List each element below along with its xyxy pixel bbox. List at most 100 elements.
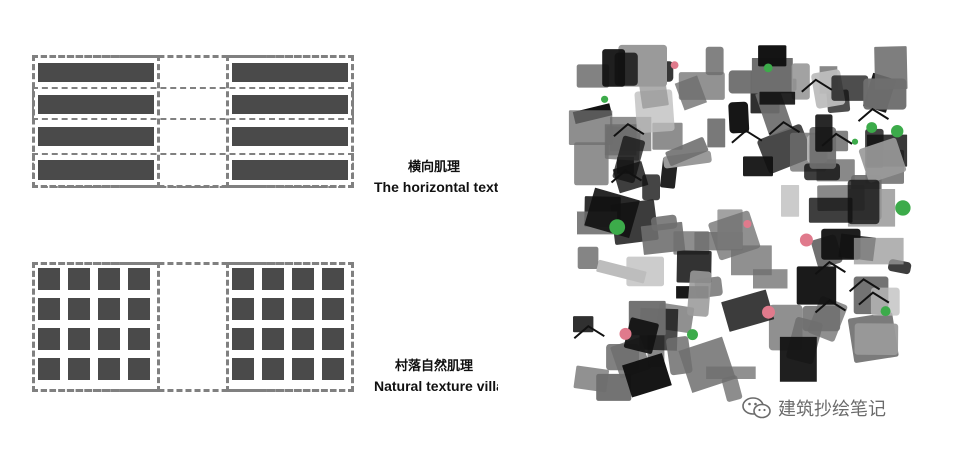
village-cell [128,328,150,350]
village-cell [38,358,60,380]
village-cell [262,298,284,320]
ink-block [858,137,907,183]
ink-block [781,185,800,217]
texture-bar [232,127,348,146]
ink-block [584,187,640,239]
village-cell [232,268,254,290]
village-cell [322,358,344,380]
roof-line [801,78,833,93]
ink-block [779,336,817,382]
ink-block [573,316,594,333]
roof-line [857,107,890,122]
roof-line [814,299,847,314]
ink-block [612,135,645,184]
horizontal-texture-label-en: The horizontal textur [374,179,498,195]
village-cell [262,358,284,380]
village-cell [322,268,344,290]
roof-line [814,260,846,275]
village-cell [292,358,314,380]
ink-block [573,365,610,393]
village-cell [128,298,150,320]
ink-block [577,246,599,269]
roof-line [573,324,605,339]
ink-block [574,142,609,186]
ink-block [706,366,756,379]
ink-block [807,296,848,342]
texture-bar [38,127,154,146]
wechat-icon [742,397,771,419]
ink-block [623,317,659,354]
village-cell [322,328,344,350]
texture-bar [38,63,154,82]
roof-line [610,169,643,184]
ink-block [863,78,907,110]
ink-block [707,118,726,148]
row-divider [32,153,354,188]
frame-left-bottom [32,262,160,392]
village-cell [128,268,150,290]
ink-block [870,287,900,316]
horizontal-texture-label-zh: 横向肌理 [407,159,460,174]
ink-block [753,269,788,289]
roof-line [858,291,890,306]
ink-block [854,323,899,356]
village-cell [38,298,60,320]
village-cell [262,268,284,290]
ink-block [602,49,626,87]
tree-dot [762,305,775,319]
tree-dot [601,95,609,103]
ink-block [815,114,833,152]
ink-block [831,75,869,101]
village-cell [98,268,120,290]
village-cell [128,358,150,380]
row-divider [32,87,354,120]
watermark: 建筑抄绘笔记 [742,395,886,421]
watermark-text: 建筑抄绘笔记 [778,399,886,419]
roof-line [731,129,763,144]
tree-dot [619,327,632,340]
village-cell [292,268,314,290]
ink-block [568,110,613,145]
village-cell [292,328,314,350]
ink-block [721,289,775,332]
roof-line [848,278,881,293]
village-cell [292,298,314,320]
roof-line [613,122,645,137]
ink-block [721,375,743,402]
ink-block [687,270,712,317]
village-texture-label-zh: 村落自然肌理 [394,358,473,373]
village-cell [68,358,90,380]
tree-dot [891,125,904,138]
village-cell [232,328,254,350]
ink-block [626,256,664,287]
frame-right-bottom [226,262,354,392]
village-cell [68,298,90,320]
village-texture-caption: 村落自然肌理 Natural texture villag [374,355,498,394]
tree-dot [687,329,698,341]
texture-bar [38,160,154,180]
tree-dot [866,122,878,133]
village-cell [38,268,60,290]
ink-block [638,75,669,109]
texture-bar [232,160,348,180]
village-cell [232,298,254,320]
ink-block [640,221,686,255]
texture-bar [38,95,154,114]
tree-dot [851,138,859,145]
tree-dot [609,219,626,236]
ink-block [808,197,853,223]
texture-bar [232,95,348,114]
ink-block [728,70,764,94]
ink-block [728,101,750,134]
ink-block [796,266,837,305]
village-cell [322,298,344,320]
tree-dot [880,306,891,317]
village-cell [38,328,60,350]
ink-block [847,179,880,225]
roof-line [768,120,801,135]
village-cell [68,328,90,350]
tree-dot [670,61,679,69]
tree-dot [799,233,813,247]
village-cell [232,358,254,380]
ink-block [853,237,904,265]
